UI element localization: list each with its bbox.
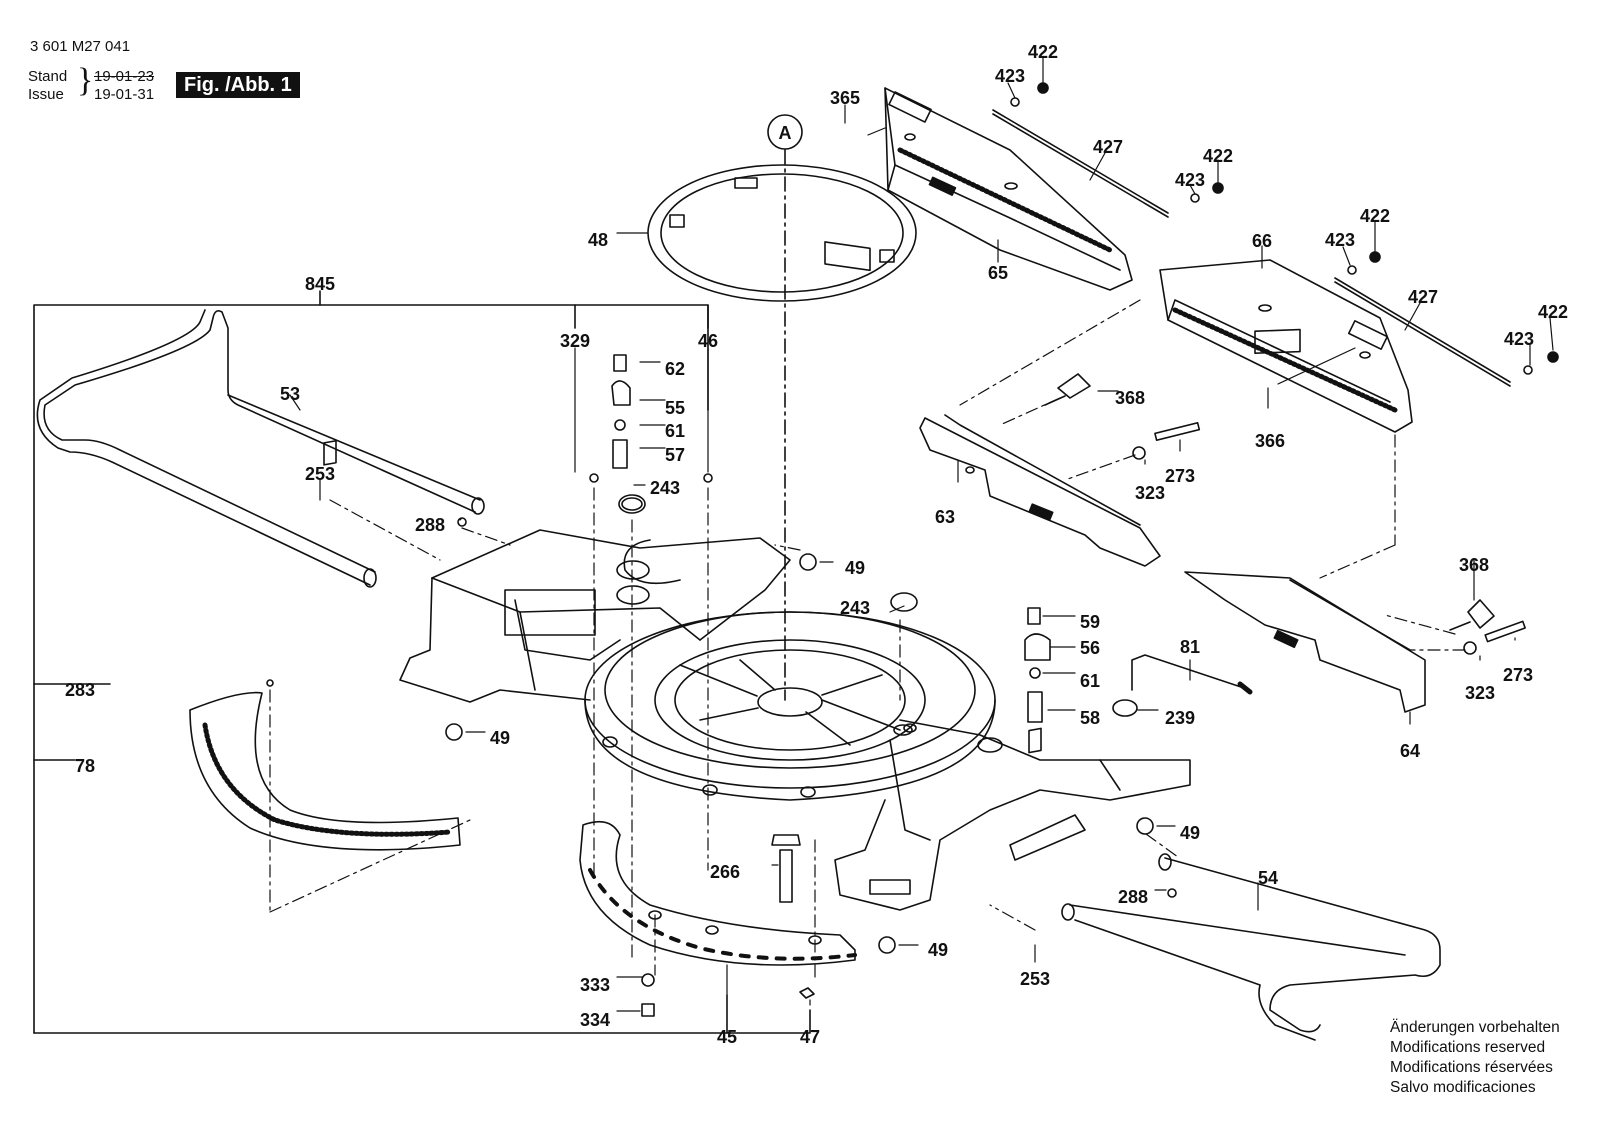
segment-45: [579, 820, 857, 966]
part-number-label: 239: [1165, 708, 1195, 728]
rod-427-upper: [992, 109, 1169, 218]
part-number-label: 45: [717, 1027, 737, 1047]
screw-273-upper: [1132, 421, 1201, 460]
part-number-label: 422: [1028, 42, 1058, 62]
fence-66: [1159, 259, 1413, 433]
part-number-label: 365: [830, 88, 860, 108]
stand-date-old: 19-01-23: [94, 68, 155, 85]
part-number-label: 273: [1165, 466, 1195, 486]
part-number-label: 243: [650, 478, 680, 498]
document-number: 3 601 M27 041: [30, 38, 131, 55]
figure-label: Fig. /Abb. 1: [176, 72, 300, 98]
part-number-label: 427: [1408, 287, 1438, 307]
fence-base-64: [1184, 571, 1426, 713]
part-number-label: 427: [1093, 137, 1123, 157]
part-number-label: 61: [1080, 671, 1100, 691]
part-number-label: 57: [665, 445, 685, 465]
part-number-label: 47: [800, 1027, 820, 1047]
part-number-label: 64: [1400, 741, 1420, 761]
part-number-label: 253: [1020, 969, 1050, 989]
part-number-label: 49: [1180, 823, 1200, 843]
part-number-label: 423: [995, 66, 1025, 86]
part-number-label: 423: [1325, 230, 1355, 250]
part-number-label: 329: [560, 331, 590, 351]
part-number-label: 62: [665, 359, 685, 379]
part-number-label: 283: [65, 680, 95, 700]
part-number-label: 65: [988, 263, 1008, 283]
fence-65: [884, 87, 1133, 291]
fence-base-63: [919, 414, 1161, 567]
disclaimer-de: Änderungen vorbehalten: [1390, 1019, 1560, 1036]
handle-53: [36, 309, 485, 588]
disclaimer: Änderungen vorbehalten Modifications res…: [1390, 1018, 1560, 1098]
callout-circle-a: [767, 114, 803, 150]
part-number-label: 49: [845, 558, 865, 578]
part-number-label: 288: [1118, 887, 1148, 907]
part-number-label: 366: [1255, 431, 1285, 451]
part-number-label: 323: [1465, 683, 1495, 703]
part-number-label: 845: [305, 274, 335, 294]
knob-368-upper: [1044, 373, 1091, 406]
callout-letter-a: A: [779, 123, 792, 143]
knob-368-lower: [1449, 599, 1495, 631]
part-number-label: 63: [935, 507, 955, 527]
stand-label: Stand: [28, 68, 68, 85]
part-number-label: 49: [490, 728, 510, 748]
small-hardware: [266, 354, 1253, 1017]
ring-48: [647, 164, 917, 302]
part-number-label: 46: [698, 331, 718, 351]
label-plate-366: [1254, 328, 1301, 354]
rod-427-lower: [1334, 277, 1511, 387]
scale-78: [189, 691, 461, 851]
part-number-label: 266: [710, 862, 740, 882]
disclaimer-en: Modifications reserved: [1390, 1039, 1546, 1056]
disclaimer-es: Salvo modificaciones: [1390, 1079, 1536, 1096]
part-number-label: 49: [928, 940, 948, 960]
disclaimer-fr: Modifications réservées: [1390, 1059, 1553, 1076]
part-number-label: 66: [1252, 231, 1272, 251]
screw-273-lower: [1463, 620, 1526, 655]
part-number-label: 53: [280, 384, 300, 404]
part-number-label: 273: [1503, 665, 1533, 685]
part-number-label: 78: [75, 756, 95, 776]
part-number-label: 288: [415, 515, 445, 535]
part-number-label: 81: [1180, 637, 1200, 657]
part-number-label: 422: [1203, 146, 1233, 166]
part-number-label: 59: [1080, 612, 1100, 632]
assembly-845-bracket: [33, 290, 811, 1034]
part-number-label: 333: [580, 975, 610, 995]
projection-lines: [269, 299, 1466, 981]
part-number-label: 243: [840, 598, 870, 618]
part-number-label: 368: [1115, 388, 1145, 408]
part-number-label: 253: [305, 464, 335, 484]
issue-date: 19-01-31: [94, 86, 155, 103]
part-number-label: 422: [1538, 302, 1568, 322]
part-number-label: 334: [580, 1010, 610, 1030]
part-number-label: 368: [1459, 555, 1489, 575]
part-number-label: 55: [665, 398, 685, 418]
part-number-label: 56: [1080, 638, 1100, 658]
part-number-label: 54: [1258, 868, 1278, 888]
part-number-label: 61: [665, 421, 685, 441]
saw-base: [399, 529, 1191, 911]
label-plate-365: [824, 241, 871, 272]
brace-glyph: }: [77, 62, 94, 99]
part-number-label: 422: [1360, 206, 1390, 226]
part-number-label: 48: [588, 230, 608, 250]
part-number-label: 423: [1504, 329, 1534, 349]
handle-54: [1061, 853, 1441, 1041]
part-number-label: 323: [1135, 483, 1165, 503]
leader-lines: [289, 57, 1554, 1012]
part-number-label: 423: [1175, 170, 1205, 190]
issue-label: Issue: [28, 86, 64, 103]
part-number-label: 58: [1080, 708, 1100, 728]
